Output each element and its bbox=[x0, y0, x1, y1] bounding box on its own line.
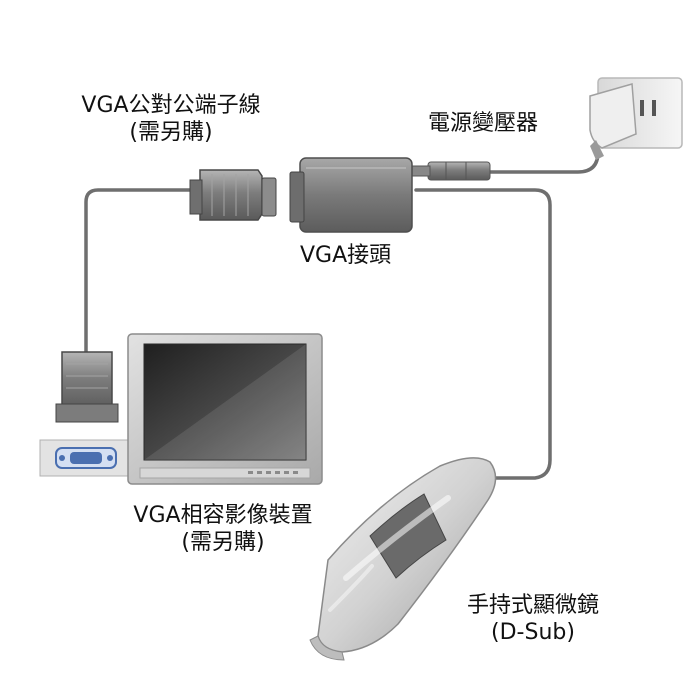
label-microscope-note: (D-Sub) bbox=[491, 620, 575, 645]
vga-plug-lower bbox=[55, 351, 119, 423]
cable-vga-to-monitor bbox=[84, 188, 198, 354]
label-display-device-note: (需另購) bbox=[181, 530, 265, 555]
label-power-adapter: 電源變壓器 bbox=[428, 111, 539, 136]
label-vga-connector: VGA接頭 bbox=[300, 243, 392, 268]
vga-plug-upper bbox=[189, 169, 277, 221]
label-display-device-title: VGA相容影像裝置 bbox=[133, 503, 313, 528]
monitor-vga-port bbox=[39, 423, 149, 477]
microscope-tip bbox=[309, 635, 345, 661]
vga-connector-box bbox=[289, 157, 413, 233]
dc-plug bbox=[411, 161, 491, 181]
label-microscope-title: 手持式顯微鏡 bbox=[466, 593, 599, 618]
monitor bbox=[127, 333, 323, 485]
label-display-device: VGA相容影像裝置 (需另購) bbox=[98, 502, 348, 556]
label-vga-cable-note: (需另購) bbox=[129, 120, 213, 145]
cable-vga-box-to-microscope bbox=[414, 188, 552, 480]
label-vga-cable: VGA公對公端子線 (需另購) bbox=[46, 92, 296, 146]
power-adapter bbox=[589, 77, 683, 160]
handheld-microscope bbox=[309, 457, 497, 661]
label-vga-cable-title: VGA公對公端子線 bbox=[81, 93, 261, 118]
cable-adapter-to-vga-box bbox=[484, 150, 600, 174]
label-microscope: 手持式顯微鏡 (D-Sub) bbox=[428, 592, 638, 646]
monitor-buttons bbox=[248, 471, 298, 474]
